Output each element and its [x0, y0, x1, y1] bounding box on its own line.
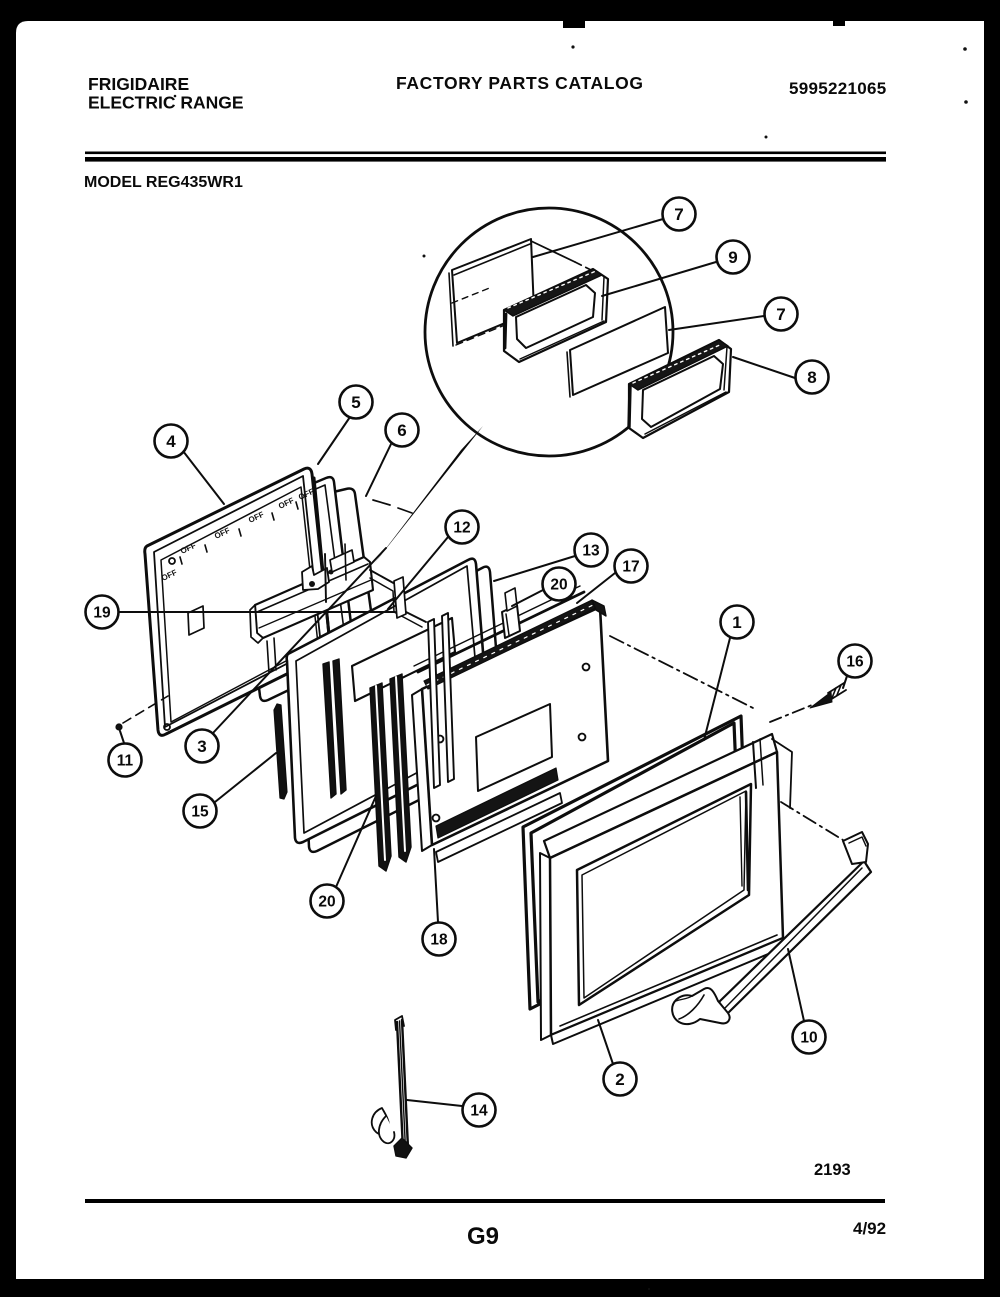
svg-text:3: 3 — [197, 737, 206, 756]
svg-text:ELECTRIC RANGE: ELECTRIC RANGE — [88, 93, 244, 113]
svg-text:7: 7 — [776, 305, 785, 324]
svg-text:4: 4 — [166, 432, 176, 451]
svg-text:13: 13 — [582, 543, 600, 560]
svg-text:MODEL REG435WR1: MODEL REG435WR1 — [84, 174, 243, 191]
svg-text:11: 11 — [117, 753, 134, 770]
svg-text:2193: 2193 — [814, 1161, 851, 1179]
svg-text:18: 18 — [430, 932, 448, 949]
svg-text:2: 2 — [615, 1070, 624, 1089]
svg-text:6: 6 — [397, 421, 406, 440]
svg-text:15: 15 — [191, 804, 209, 821]
svg-text:20: 20 — [550, 577, 567, 594]
svg-text:20: 20 — [318, 894, 335, 911]
svg-text:14: 14 — [470, 1103, 488, 1120]
svg-text:19: 19 — [93, 605, 111, 622]
svg-text:7: 7 — [674, 205, 683, 224]
svg-text:FACTORY PARTS CATALOG: FACTORY PARTS CATALOG — [396, 73, 644, 93]
svg-text:5995221065: 5995221065 — [789, 79, 887, 98]
svg-text:9: 9 — [728, 248, 737, 267]
svg-text:16: 16 — [846, 654, 864, 671]
svg-text:10: 10 — [800, 1030, 817, 1047]
svg-text:8: 8 — [807, 368, 816, 387]
svg-text:1: 1 — [732, 613, 741, 632]
svg-text:G9: G9 — [467, 1223, 499, 1250]
svg-text:12: 12 — [453, 520, 470, 537]
svg-text:5: 5 — [351, 393, 360, 412]
svg-text:FRIGIDAIRE: FRIGIDAIRE — [88, 74, 189, 94]
svg-text:4/92: 4/92 — [853, 1219, 886, 1238]
svg-text:17: 17 — [622, 559, 639, 576]
